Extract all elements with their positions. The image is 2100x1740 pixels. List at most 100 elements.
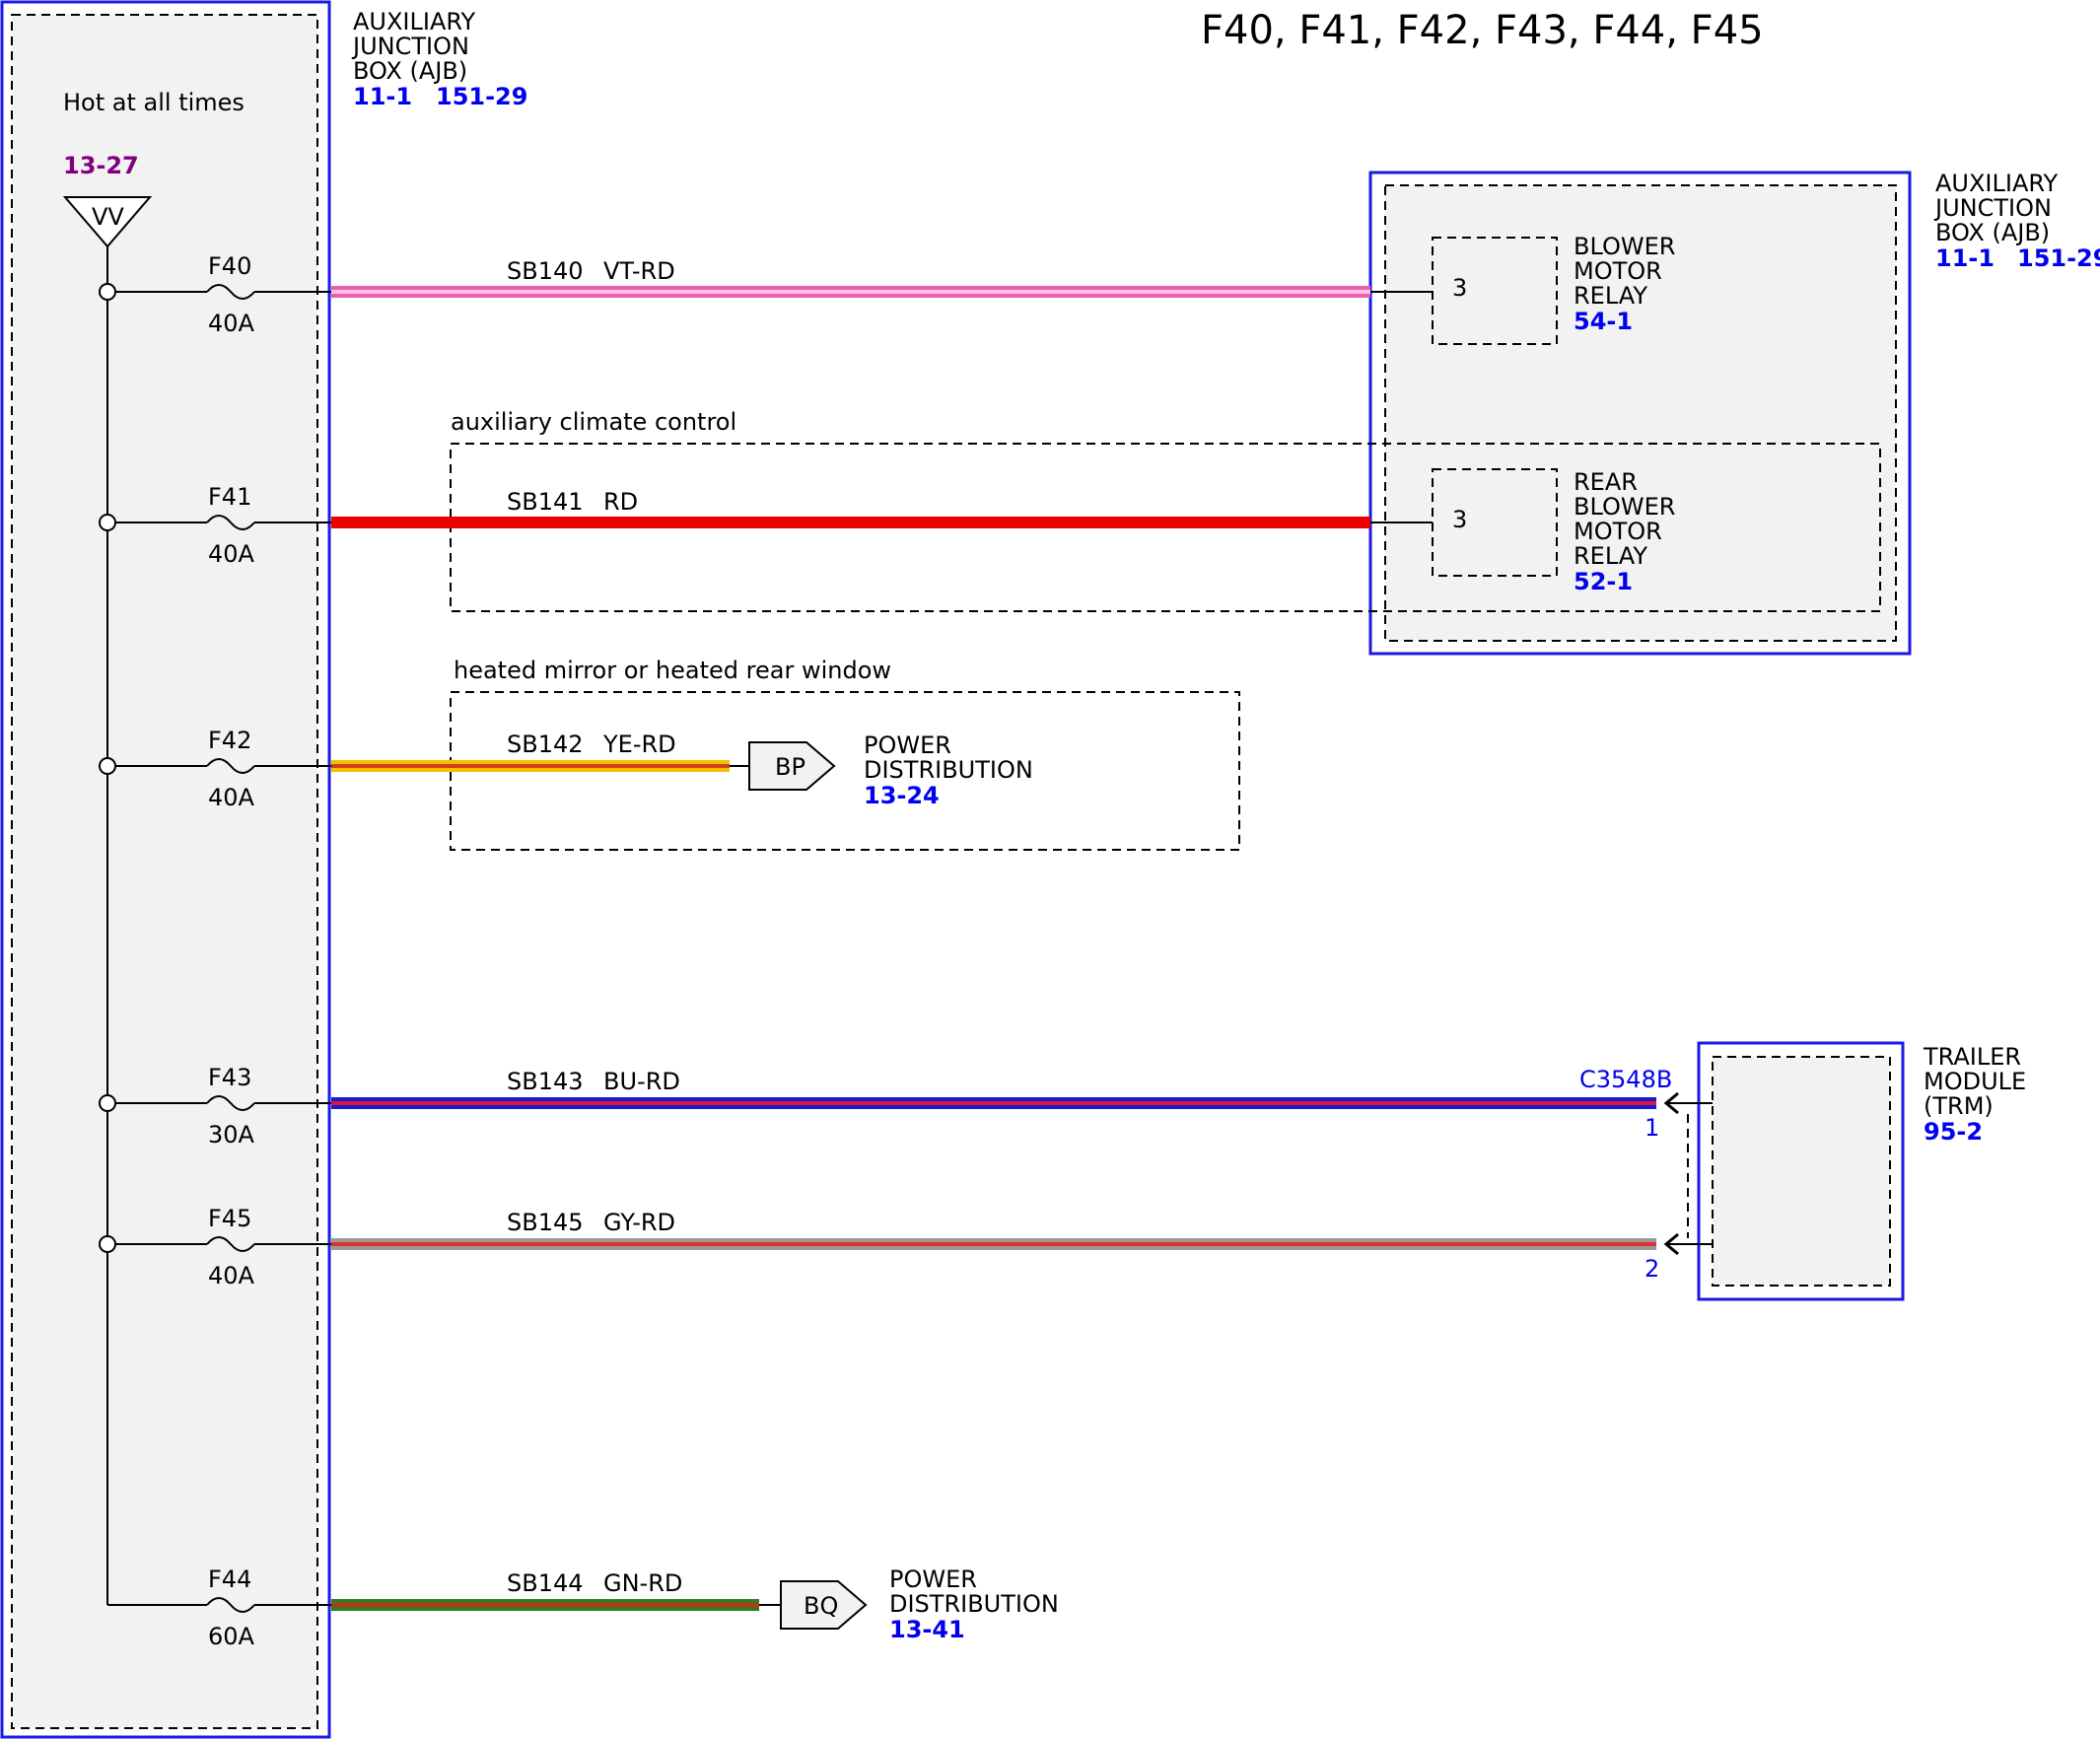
power-distribution-bq: BQ POWER DISTRIBUTION 13-41: [780, 1566, 1059, 1643]
option-box-mirror: heated mirror or heated rear window: [450, 657, 1240, 851]
circuit-id-sb145: SB145: [507, 1209, 584, 1236]
power-source-triangle-icon: [62, 196, 153, 248]
circuit-id-sb141: SB141: [507, 488, 584, 516]
fuse-label-f45: F45: [208, 1205, 251, 1232]
splice-f45: [99, 1235, 116, 1253]
ajb-right-ref-1[interactable]: 11-1: [1935, 244, 1995, 272]
trailer-pin-2: 2: [1645, 1255, 1659, 1283]
color-code-sb145: GY-RD: [603, 1209, 675, 1236]
ajb-right-outline: [1368, 171, 1912, 656]
hot-at-all-times-label: Hot at all times: [63, 89, 245, 116]
circuits: F40 40A SB140 VT-RD F41 40A SB141 RD: [99, 252, 1713, 1650]
circuit-row-f41: F41 40A SB141 RD: [99, 483, 1433, 568]
power-dist-bp-name-1: POWER: [864, 731, 951, 759]
rear-blower-motor-relay-box: [1432, 468, 1558, 577]
color-code-sb142: YE-RD: [602, 731, 676, 758]
fuse-label-f44: F44: [208, 1566, 251, 1593]
ajb-left-ref-1[interactable]: 11-1: [353, 83, 412, 110]
hot-ref[interactable]: 13-27: [63, 152, 139, 179]
wire-stripe-sb141: [331, 521, 1370, 524]
option-box-climate-label: auxiliary climate control: [451, 408, 736, 436]
fuse-rating-f42: 40A: [208, 784, 255, 811]
fuse-label-f40: F40: [208, 252, 251, 280]
circuit-row-f40: F40 40A SB140 VT-RD: [99, 252, 1433, 337]
power-dist-bp-ref[interactable]: 13-24: [864, 782, 940, 809]
circuit-id-sb140: SB140: [507, 257, 584, 285]
trailer-module-name-1: TRAILER: [1923, 1043, 2021, 1071]
blower-motor-relay-pin: 3: [1452, 274, 1467, 302]
fuse-rating-f41: 40A: [208, 540, 255, 568]
ajb-left-name-3: BOX (AJB): [353, 57, 467, 85]
fuse-icon: [206, 1597, 255, 1613]
circuit-id-sb144: SB144: [507, 1569, 584, 1597]
color-code-sb143: BU-RD: [603, 1068, 680, 1095]
trailer-connector-label: C3548B: [1579, 1066, 1672, 1093]
fuse-label-f41: F41: [208, 483, 251, 511]
ajb-left-ref-2[interactable]: 151-29: [436, 83, 527, 110]
rear-blower-motor-relay-name-4: RELAY: [1574, 542, 1647, 570]
splice-f42: [99, 757, 116, 775]
ajb-left-outline: [0, 0, 331, 1739]
power-dist-bq-name-2: DISTRIBUTION: [889, 1590, 1059, 1618]
fuse-rating-f44: 60A: [208, 1623, 255, 1650]
fuse-icon: [206, 758, 255, 774]
ajb-left-inner: [11, 14, 318, 1729]
blower-motor-relay-box: [1432, 237, 1558, 345]
color-code-sb141: RD: [603, 488, 638, 516]
circuit-id-sb143: SB143: [507, 1068, 584, 1095]
splice-f40: [99, 283, 116, 301]
ajb-left: AUXILIARY JUNCTION BOX (AJB) 11-1 151-29…: [0, 0, 527, 1739]
fuse-rating-f40: 40A: [208, 310, 255, 337]
power-distribution-bp: BP POWER DISTRIBUTION 13-24: [748, 731, 1033, 809]
ajb-right-ref-2[interactable]: 151-29: [2017, 244, 2100, 272]
option-box-mirror-label: heated mirror or heated rear window: [454, 657, 891, 684]
circuit-row-f42: F42 40A SB142 YE-RD: [99, 727, 749, 811]
color-code-sb144: GN-RD: [603, 1569, 682, 1597]
power-dist-bq-ref[interactable]: 13-41: [889, 1616, 965, 1643]
diagram-title: F40, F41, F42, F43, F44, F45: [1201, 8, 1764, 53]
fuse-icon: [206, 515, 255, 530]
blower-motor-relay-name-3: RELAY: [1574, 282, 1647, 310]
rear-blower-motor-relay-ref[interactable]: 52-1: [1574, 568, 1633, 595]
trailer-module-name-3: (TRM): [1924, 1092, 1994, 1120]
rear-blower-motor-relay-name-2: BLOWER: [1574, 493, 1675, 521]
connector-bp-label: BP: [775, 753, 805, 781]
splice-f41: [99, 514, 116, 531]
fuse-label-f43: F43: [208, 1064, 251, 1091]
splice-f43: [99, 1094, 116, 1112]
ajb-right-name-3: BOX (AJB): [1935, 219, 2050, 246]
ajb-left-name-2: JUNCTION: [351, 33, 469, 60]
rear-blower-motor-relay-pin: 3: [1452, 506, 1467, 533]
trailer-module-inner: [1712, 1056, 1891, 1287]
rear-blower-motor-relay-name-3: MOTOR: [1574, 518, 1662, 545]
connector-bq-icon: [780, 1580, 868, 1630]
blower-motor-relay-name-2: MOTOR: [1574, 257, 1662, 285]
ajb-right-name-1: AUXILIARY: [1935, 170, 2059, 197]
trailer-module-outline: [1697, 1041, 1905, 1301]
circuit-row-f45: F45 40A SB145 GY-RD: [99, 1205, 1713, 1289]
blower-motor-relay-name-1: BLOWER: [1574, 233, 1675, 260]
fuse-icon: [206, 1236, 255, 1252]
ajb-left-name-1: AUXILIARY: [353, 8, 476, 35]
rear-blower-motor-relay-name-1: REAR: [1574, 468, 1638, 496]
ajb-right: AUXILIARY JUNCTION BOX (AJB) 11-1 151-29…: [1368, 170, 2100, 656]
fuse-rating-f43: 30A: [208, 1121, 255, 1148]
power-source-label: VV: [92, 203, 124, 231]
fuse-icon: [206, 1095, 255, 1111]
wire-stripe-sb142: [331, 764, 730, 768]
blower-motor-relay-ref[interactable]: 54-1: [1574, 308, 1633, 335]
fuse-icon: [206, 284, 255, 300]
ajb-right-name-2: JUNCTION: [1933, 194, 2052, 222]
connector-bp-icon: [748, 741, 836, 791]
circuit-id-sb142: SB142: [507, 731, 584, 758]
wire-stripe-sb145: [331, 1242, 1656, 1246]
circuit-row-f44: F44 60A SB144 GN-RD: [107, 1566, 781, 1650]
trailer-module-ref[interactable]: 95-2: [1924, 1118, 1983, 1146]
wire-stripe-sb143: [331, 1101, 1656, 1105]
fuse-label-f42: F42: [208, 727, 251, 754]
trailer-pin-1: 1: [1645, 1114, 1659, 1142]
circuit-row-f43: F43 30A SB143 BU-RD: [99, 1064, 1713, 1148]
color-code-sb140: VT-RD: [603, 257, 675, 285]
wire-stripe-sb140: [331, 290, 1370, 294]
